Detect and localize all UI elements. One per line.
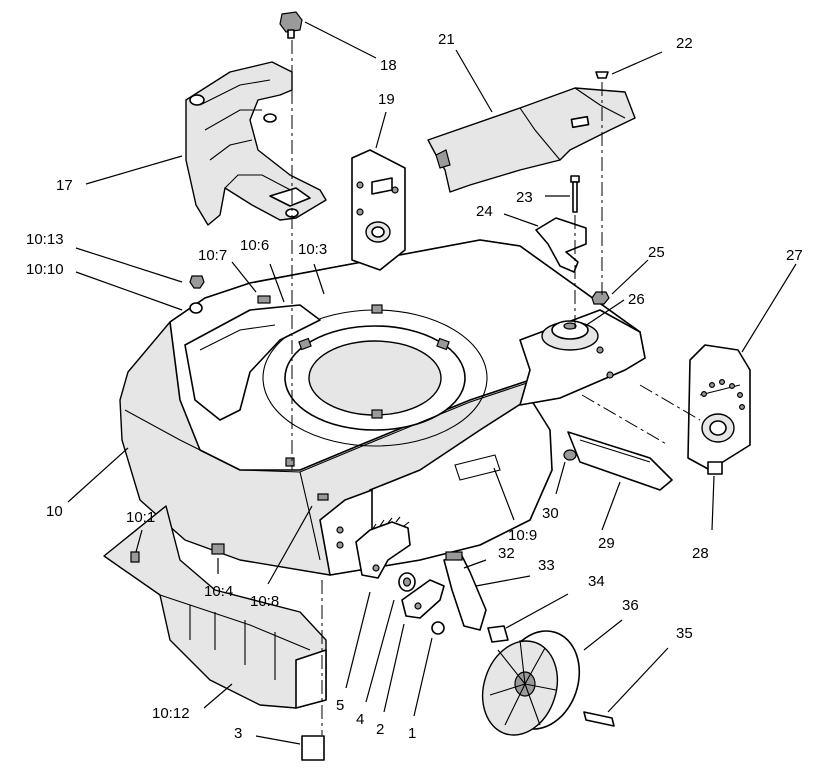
label-18: 18 — [380, 57, 397, 74]
label-28: 28 — [692, 545, 709, 562]
label-3: 3 — [234, 725, 242, 742]
label-19: 19 — [378, 91, 395, 108]
label-10-3: 10:3 — [298, 241, 327, 258]
axle-bolt-35 — [583, 711, 615, 727]
label-10-8: 10:8 — [250, 593, 279, 610]
rear-flap-10-12 — [103, 505, 327, 709]
assembly-centerlines — [291, 40, 701, 735]
label-32: 32 — [498, 545, 515, 562]
label-35: 35 — [676, 625, 693, 642]
washer-1 — [431, 621, 445, 635]
label-10-12: 10:12 — [152, 705, 190, 722]
label-21: 21 — [438, 31, 455, 48]
label-23: 23 — [516, 189, 533, 206]
label-2: 2 — [376, 721, 384, 738]
spacer-30 — [563, 449, 577, 461]
washer-4 — [398, 572, 416, 592]
plate-2 — [401, 579, 445, 619]
clip-3 — [301, 735, 325, 761]
label-29: 29 — [598, 535, 615, 552]
label-26: 26 — [628, 291, 645, 308]
wheel-36 — [481, 630, 581, 736]
axle-channel-29 — [567, 431, 673, 491]
label-17: 17 — [56, 177, 73, 194]
side-bracket-19 — [351, 149, 406, 271]
knob-18 — [279, 11, 303, 39]
label-27: 27 — [786, 247, 803, 264]
label-10-1: 10:1 — [126, 509, 155, 526]
bolt-34 — [487, 625, 509, 643]
rear-chute-cover — [185, 61, 327, 226]
mower-deck — [119, 239, 646, 576]
part-labels: 18 17 19 21 22 23 24 25 26 27 28 29 30 1… — [26, 31, 803, 742]
label-10: 10 — [46, 503, 63, 520]
label-34: 34 — [588, 573, 605, 590]
label-25: 25 — [648, 244, 665, 261]
bolt-22 — [595, 71, 609, 79]
label-24: 24 — [476, 203, 493, 220]
label-10-7: 10:7 — [198, 247, 227, 264]
label-30: 30 — [542, 505, 559, 522]
label-10-4: 10:4 — [204, 583, 233, 600]
pivot-26 — [541, 320, 599, 351]
label-22: 22 — [676, 35, 693, 52]
height-lever-32-33 — [443, 551, 487, 631]
nut-25 — [591, 291, 610, 305]
side-plate-27 — [687, 344, 751, 471]
label-5: 5 — [336, 697, 344, 714]
bracket-24 — [535, 217, 587, 273]
top-cover-21 — [427, 87, 636, 193]
small-hardware — [130, 275, 225, 563]
leader-lines — [67, 21, 797, 745]
label-10-9: 10:9 — [508, 527, 537, 544]
label-10-6: 10:6 — [240, 237, 269, 254]
label-33: 33 — [538, 557, 555, 574]
label-1: 1 — [408, 725, 416, 742]
label-10-13: 10:13 — [26, 231, 64, 248]
label-36: 36 — [622, 597, 639, 614]
bolt-23 — [570, 175, 580, 213]
label-4: 4 — [356, 711, 364, 728]
label-10-10: 10:10 — [26, 261, 64, 278]
gear-plate-5 — [355, 516, 411, 579]
bolt-28 — [707, 461, 723, 475]
